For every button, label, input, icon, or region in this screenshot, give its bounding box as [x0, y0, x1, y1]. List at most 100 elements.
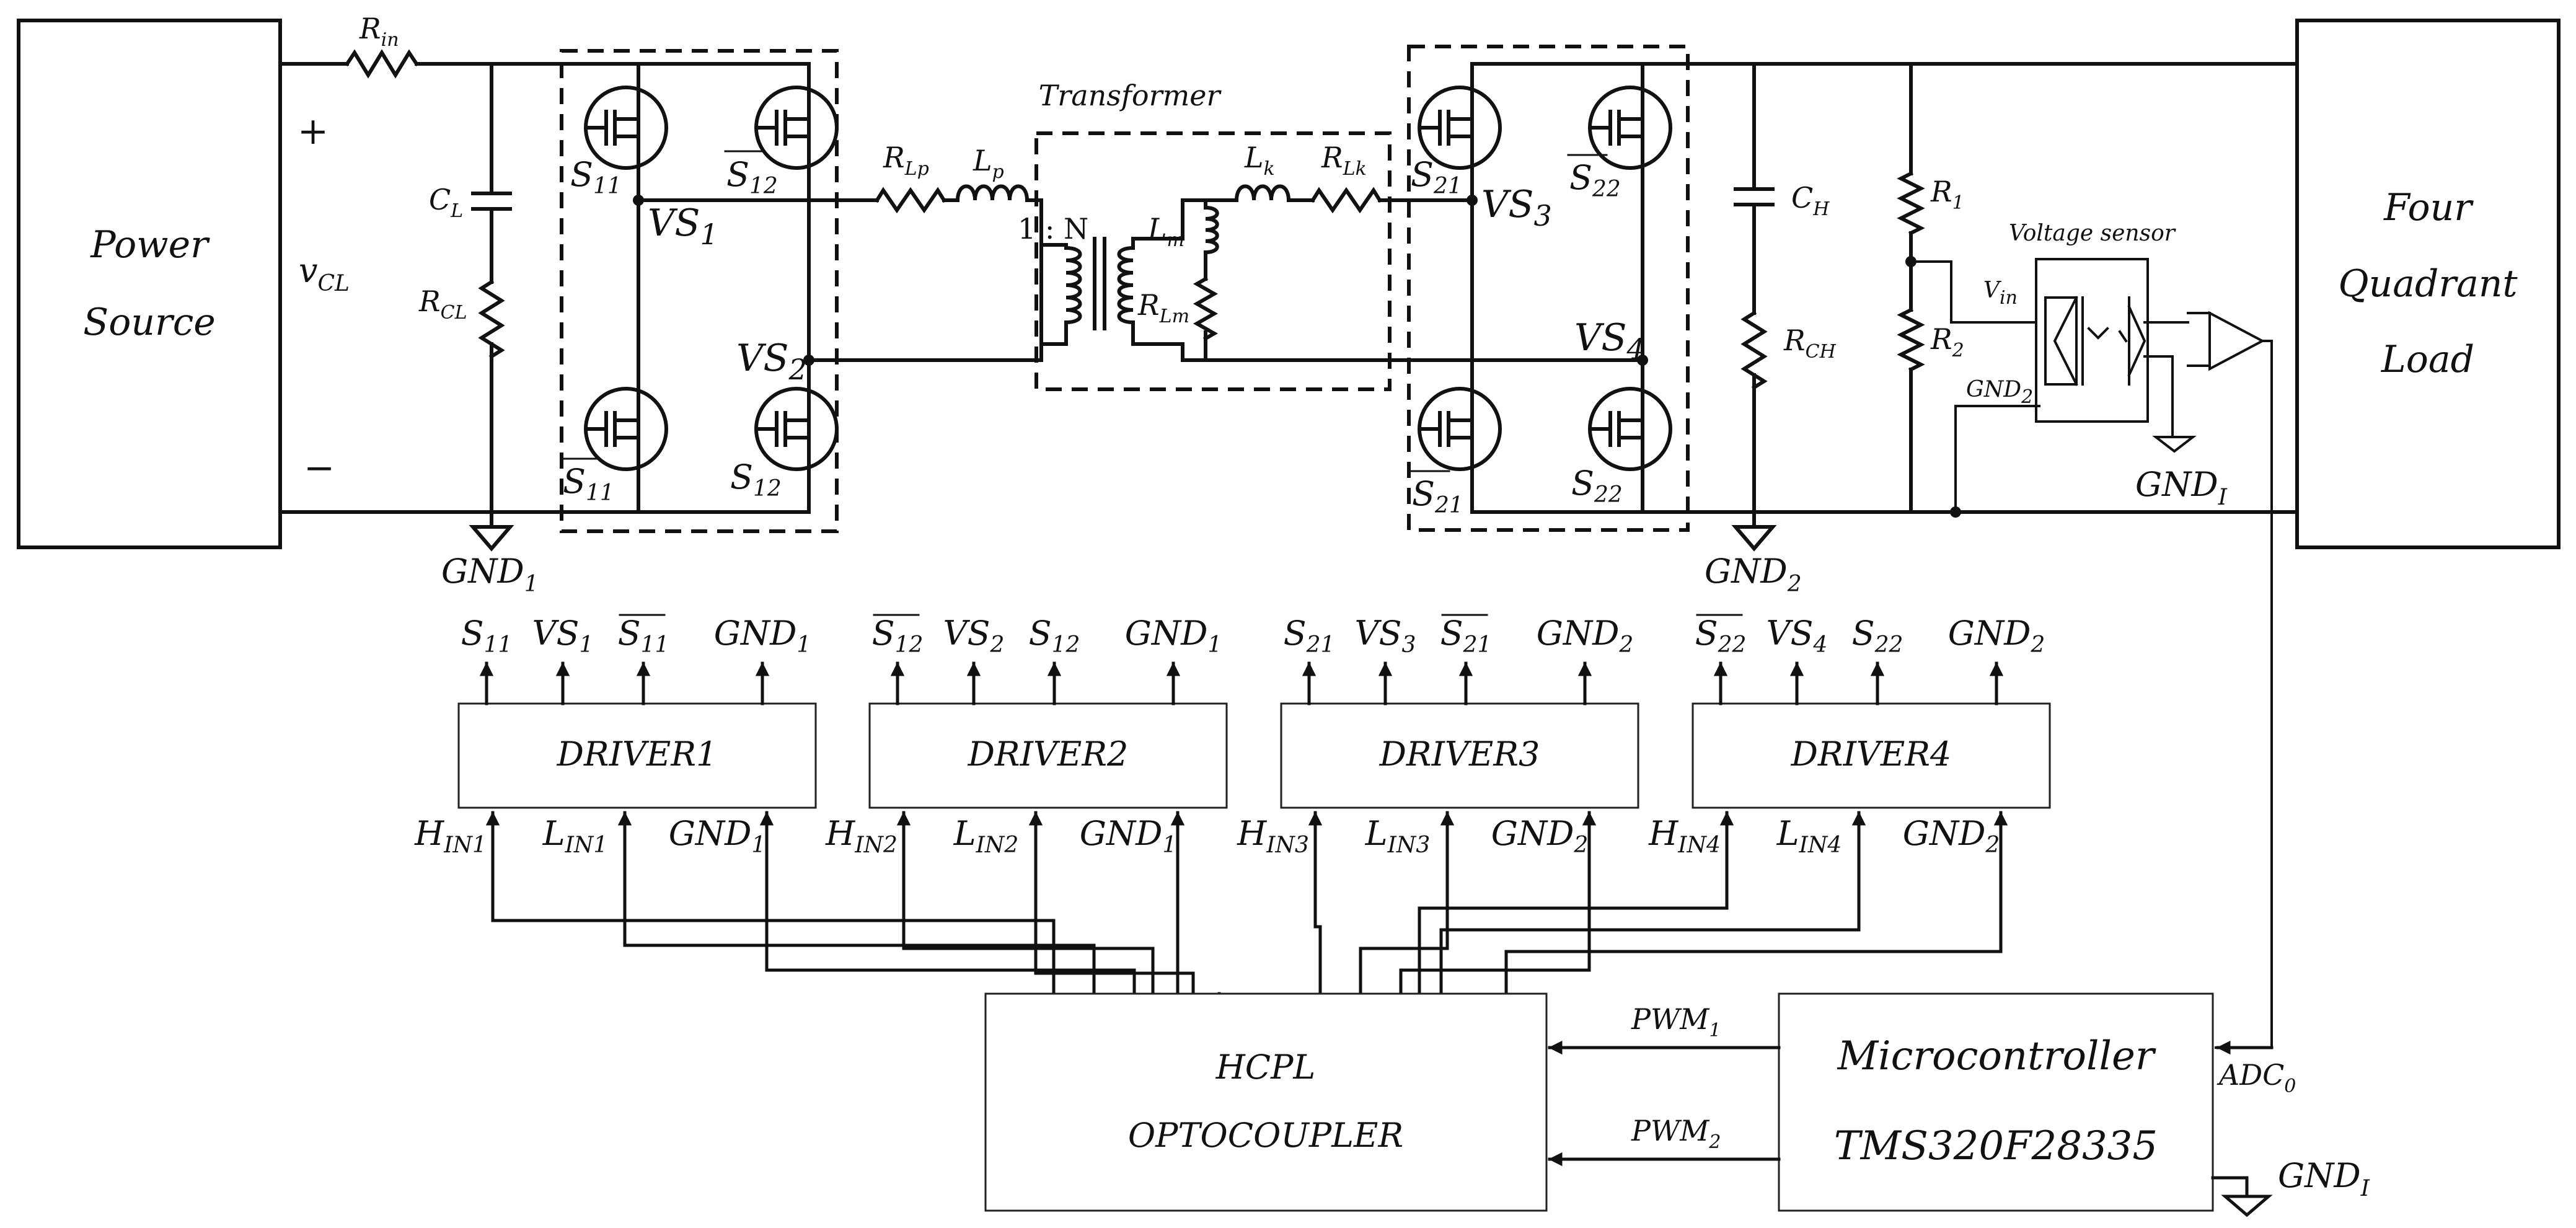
hcpl-optocoupler-block: HCPL OPTOCOUPLER	[984, 992, 1548, 1212]
mosfet-s22	[1588, 387, 1672, 471]
gnd2-symbol	[1731, 525, 1777, 552]
mcu-label-line2: TMS320F28335	[1834, 1123, 2158, 1169]
power-source-block: Power Source	[17, 19, 282, 549]
driver-output-label: S11	[618, 614, 669, 658]
driver-input-wire	[1439, 811, 1866, 996]
lk-label: Lk	[1244, 141, 1275, 180]
driver-output-label: VS3	[1355, 614, 1416, 658]
r2-resistor	[1897, 307, 1925, 373]
rcl-label: RCL	[418, 285, 467, 324]
svg-text:S12: S12	[726, 155, 778, 199]
r2-label: R2	[1930, 322, 1964, 361]
driver-output-label: VS2	[943, 614, 1005, 658]
pwm1-label: PWM1	[1631, 1002, 1721, 1041]
voltage-divider	[1897, 62, 2040, 518]
primary-h-bridge	[560, 49, 1043, 533]
rlk-resistor	[1310, 187, 1383, 214]
driver-name: DRIVER2	[968, 735, 1129, 774]
lp-inductor	[955, 184, 1030, 203]
driver-input-wire	[896, 811, 1155, 996]
s21-label: S21	[1411, 155, 1462, 199]
mosfet-s21	[1418, 86, 1502, 170]
driver-input-wire	[759, 811, 1136, 996]
gndi-sensor-symbol	[2152, 436, 2197, 453]
power-source-label-line2: Source	[83, 301, 216, 344]
secondary-winding	[1117, 245, 1136, 325]
driver-output-label: GND2	[1537, 614, 1634, 658]
rlm-resistor	[1193, 276, 1219, 342]
lm-inductor	[1203, 205, 1219, 255]
secondary-h-bridge	[1407, 45, 2299, 532]
power-source-label-line1: Power	[90, 223, 210, 267]
driver-input-wire	[1418, 811, 1734, 996]
rlk-label: RLk	[1321, 141, 1367, 180]
gndi-mcu-symbol	[2211, 1176, 2273, 1217]
driver-output-label: S21	[1284, 614, 1335, 658]
driver-input-label: LIN1	[542, 814, 607, 858]
driver-name: DRIVER3	[1379, 735, 1540, 774]
load-label-line3: Load	[2381, 338, 2474, 381]
mcu-label-line1: Microcontroller	[1837, 1033, 2156, 1079]
driver-input-wire	[485, 811, 1056, 996]
mosfet-s21bar	[1418, 387, 1502, 471]
driver-input-label: HIN1	[414, 814, 487, 858]
driver-input-label: LIN3	[1365, 814, 1430, 858]
ch-label: CH	[1791, 181, 1830, 220]
r1-label: R1	[1930, 175, 1964, 214]
lk-inductor	[1234, 184, 1291, 203]
driver-output-label: S21	[1440, 614, 1492, 658]
r1-resistor	[1897, 170, 1925, 236]
vs1-label: VS1	[648, 201, 718, 251]
gndi-sensor-label: GNDI	[2135, 465, 2228, 510]
svg-text:S21: S21	[1412, 474, 1463, 518]
mosfet-s11	[584, 86, 668, 170]
driver-input-label: GND1	[1080, 814, 1177, 858]
gnd1-bottom-label: GND1	[441, 552, 539, 597]
ch-capacitor	[1734, 187, 1775, 206]
mosfet-s12bar	[754, 86, 839, 170]
rin-resistor	[344, 49, 420, 79]
driver-output-label: S11	[461, 614, 513, 658]
input-rails	[278, 49, 811, 514]
hcpl-label-line1: HCPL	[1215, 1048, 1316, 1087]
s21bar-label: S21	[1409, 470, 1463, 518]
gnd2-sensor-label: GND2	[1966, 377, 2033, 408]
rlm-label: RLm	[1137, 288, 1189, 327]
driver-input-wire	[1359, 811, 1455, 996]
s11bar-label: S11	[560, 457, 614, 506]
driver-output-label: GND1	[1125, 614, 1222, 658]
s22-label: S22	[1571, 464, 1623, 508]
driver-output-label: VS4	[1767, 614, 1828, 658]
mosfet-s12	[754, 387, 839, 471]
gnd1-symbol	[469, 525, 514, 552]
secondary-series-elements	[1204, 184, 1644, 362]
s22bar-label: S22	[1567, 154, 1621, 202]
driver-output-label: S22	[1852, 614, 1903, 658]
driver-output-label: S12	[872, 614, 924, 658]
rch-resistor	[1740, 310, 1768, 391]
driver-input-label: LIN4	[1776, 814, 1842, 858]
minus-sign: −	[304, 446, 335, 490]
driver-input-wire	[1170, 811, 1221, 1000]
driver-input-label: HIN3	[1237, 814, 1309, 858]
mosfet-s11bar	[584, 387, 668, 471]
vcl-label: vCL	[299, 251, 350, 296]
driver-input-label: LIN2	[953, 814, 1018, 858]
driver-input-wire	[1308, 811, 1323, 996]
mosfet-s22bar	[1588, 86, 1672, 170]
driver-output-label: GND2	[1948, 614, 2045, 658]
driver-input-label: GND2	[1491, 814, 1589, 858]
voltage-sensor	[2035, 258, 2273, 1049]
sensor-buffer	[2208, 311, 2265, 371]
vin-label: Vin	[1983, 278, 2018, 309]
rcl-resistor	[478, 279, 505, 360]
driver-input-wire	[1504, 811, 2008, 996]
lm-label: Lm	[1147, 212, 1184, 251]
driver-output-label: S22	[1695, 614, 1747, 658]
s11-label: S11	[570, 155, 622, 199]
